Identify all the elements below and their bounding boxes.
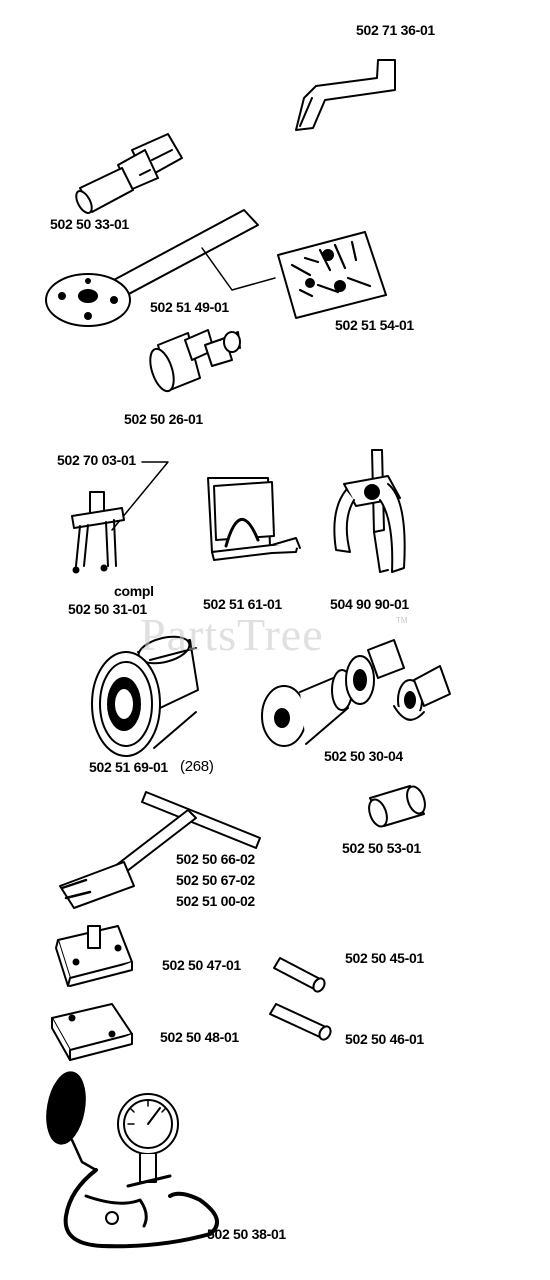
- part-label-502-71-36-01[interactable]: 502 71 36-01: [356, 22, 435, 38]
- bearing-tool-set-illustration: [261, 639, 451, 747]
- part-label-502-51-54-01[interactable]: 502 51 54-01: [335, 317, 414, 333]
- tube-illustration: [269, 1003, 332, 1041]
- part-label-502-50-31-01[interactable]: 502 50 31-01: [68, 601, 147, 617]
- part-label-502-50-26-01[interactable]: 502 50 26-01: [124, 411, 203, 427]
- part-label-group-t-wrench: 502 50 66-02 502 50 67-02 502 51 00-02: [176, 849, 255, 912]
- part-label-502-50-45-01[interactable]: 502 50 45-01: [345, 950, 424, 966]
- t-wrench-illustration: [59, 791, 261, 909]
- small-puller-illustration: [71, 491, 125, 574]
- part-label-502-50-53-01[interactable]: 502 50 53-01: [342, 840, 421, 856]
- part-label-502-50-66-02[interactable]: 502 50 66-02: [176, 851, 255, 867]
- part-label-502-50-33-01[interactable]: 502 50 33-01: [50, 216, 129, 232]
- bearing-press-illustration: [91, 635, 199, 757]
- bent-rod-illustration: [295, 59, 396, 131]
- puller-bolt-illustration: [149, 329, 241, 393]
- part-label-502-51-69-01[interactable]: 502 51 69-01: [89, 759, 168, 775]
- pin-plate-illustration: [55, 925, 133, 987]
- pressure-tester-illustration: [46, 1071, 220, 1249]
- leader-line-502-70-03-01: [111, 461, 169, 531]
- part-label-502-50-30-04[interactable]: 502 50 30-04: [324, 748, 403, 764]
- part-label-502-50-38-01[interactable]: 502 50 38-01: [207, 1226, 286, 1242]
- watermark: PartsTree: [140, 609, 324, 660]
- part-label-502-70-03-01[interactable]: 502 70 03-01: [57, 452, 136, 468]
- part-label-504-90-90-01[interactable]: 504 90 90-01: [330, 596, 409, 612]
- part-label-502-50-47-01[interactable]: 502 50 47-01: [162, 957, 241, 973]
- sleeve-illustration: [368, 785, 426, 828]
- part-label-compl: compl: [114, 583, 154, 599]
- case-splitter-illustration: [207, 477, 301, 561]
- socket-tool-illustration: [75, 133, 183, 214]
- part-label-502-51-00-02[interactable]: 502 51 00-02: [176, 893, 255, 909]
- part-label-502-51-49-01[interactable]: 502 51 49-01: [150, 299, 229, 315]
- watermark-tm: TM: [396, 616, 408, 625]
- plate-illustration: [51, 1003, 133, 1061]
- flywheel-holder-illustration: [45, 209, 276, 327]
- pin-illustration: [273, 957, 326, 993]
- part-label-note-268: (268): [180, 758, 214, 775]
- part-label-502-50-48-01[interactable]: 502 50 48-01: [160, 1029, 239, 1045]
- part-label-502-50-46-01[interactable]: 502 50 46-01: [345, 1031, 424, 1047]
- screw-bag-illustration: [277, 231, 387, 319]
- part-label-502-51-61-01[interactable]: 502 51 61-01: [203, 596, 282, 612]
- jaw-puller-illustration: [333, 449, 406, 573]
- part-label-502-50-67-02[interactable]: 502 50 67-02: [176, 872, 255, 888]
